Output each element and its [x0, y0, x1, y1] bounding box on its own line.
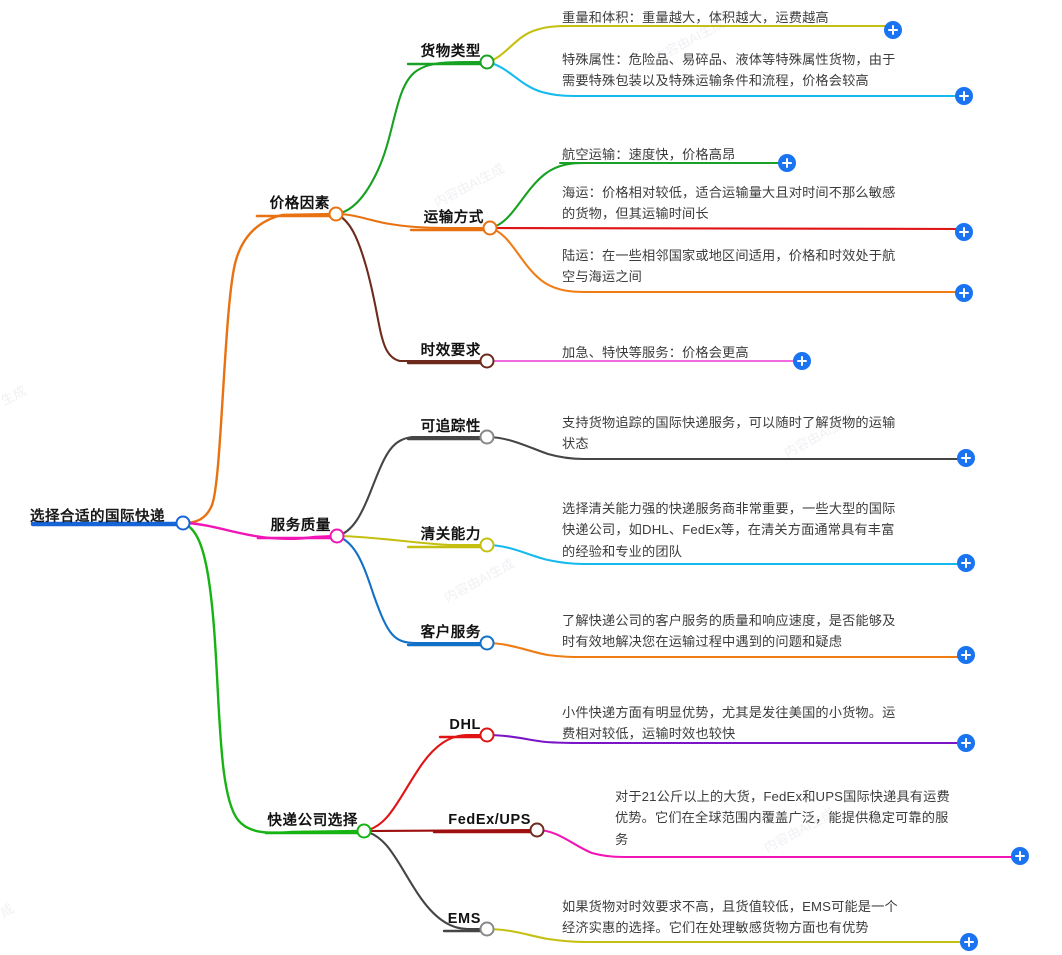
subbranch-label-time-requirement[interactable]: 时效要求 [420, 343, 481, 360]
edge-service-traceability [335, 435, 489, 538]
branch-label-carrier-choice[interactable]: 快递公司选择 [267, 813, 358, 830]
subbranch-dot-transport-mode[interactable] [482, 220, 498, 236]
root-node-dot[interactable] [175, 515, 191, 531]
edge-price-time-requirement [334, 212, 489, 363]
expand-button-tracking-support[interactable] [957, 449, 975, 467]
edge-root-price [181, 212, 338, 525]
branch-dot-price[interactable] [328, 206, 344, 222]
subbranch-dot-time-requirement[interactable] [479, 353, 495, 369]
expand-button-ems-note[interactable] [960, 933, 978, 951]
leaf-text-fedex-ups-note: 对于21公斤以上的大货，FedEx和UPS国际快递具有运费 优势。它们在全球范围… [615, 789, 950, 847]
subbranch-dot-customer-service[interactable] [479, 635, 495, 651]
leaf-text-land-transport: 陆运：在一些相邻国家或地区间适用，价格和时效处于航 空与海运之间 [562, 248, 896, 285]
subbranch-dot-fedex-ups[interactable] [529, 822, 545, 838]
leaf-text-sea-transport: 海运：价格相对较低，适合运输量大且对时间不那么敏感 的货物，但其运输时间长 [562, 185, 896, 222]
leaf-text-dhl-note: 小件快递方面有明显优势，尤其是发往美国的小货物。运 费相对较低，运输时效也较快 [562, 705, 896, 742]
expand-button-land-transport[interactable] [955, 284, 973, 302]
branch-label-price[interactable]: 价格因素 [269, 196, 330, 213]
subbranch-label-customer-service[interactable]: 客户服务 [420, 625, 481, 642]
edge-root-carrier [181, 521, 366, 834]
expand-button-customs-note[interactable] [957, 554, 975, 572]
branch-dot-carrier-choice[interactable] [356, 823, 372, 839]
subbranch-dot-ems[interactable] [479, 921, 495, 937]
expand-button-air-transport[interactable] [778, 154, 796, 172]
leaf-text-express-service: 加急、特快等服务：价格会更高 [562, 345, 749, 360]
leaf-text-customer-service-note: 了解快递公司的客户服务的质量和响应速度，是否能够及 时有效地解决您在运输过程中遇… [562, 613, 896, 650]
leaf-text-air-transport: 航空运输：速度快，价格高昂 [562, 147, 736, 162]
edge-transport-sea [488, 226, 965, 231]
branch-dot-service-quality[interactable] [329, 528, 345, 544]
expand-button-weight-volume[interactable] [884, 21, 902, 39]
expand-button-fedex-ups-note[interactable] [1011, 847, 1029, 865]
expand-button-sea-transport[interactable] [955, 223, 973, 241]
subbranch-label-ems[interactable]: EMS [447, 911, 481, 928]
subbranch-label-traceability[interactable]: 可追踪性 [420, 419, 481, 436]
edge-price-cargo-type [334, 60, 489, 216]
subbranch-dot-customs-capability[interactable] [479, 537, 495, 553]
subbranch-dot-cargo-type[interactable] [479, 54, 495, 70]
watermark-7: 成 [0, 900, 17, 921]
watermark-6: 生成 [0, 382, 29, 409]
branch-label-service-quality[interactable]: 服务质量 [270, 518, 331, 535]
root-node-label: 选择合适的国际快递 [30, 509, 165, 526]
subbranch-label-cargo-type[interactable]: 货物类型 [420, 44, 481, 61]
watermark-1: 内容由AI生成 [431, 160, 507, 211]
leaf-text-special-property: 特殊属性：危险品、易碎品、液体等特殊属性货物，由于 需要特殊包装以及特殊运输条件… [562, 52, 896, 89]
watermark-4: 内容由AI生成 [441, 555, 517, 606]
root-node[interactable]: 选择合适的国际快递 [30, 498, 182, 528]
leaf-text-weight-volume: 重量和体积：重量越大，体积越大，运费越高 [562, 10, 829, 25]
expand-button-dhl-note[interactable] [957, 734, 975, 752]
subbranch-label-transport-mode[interactable]: 运输方式 [423, 210, 484, 227]
expand-button-customer-service-note[interactable] [957, 646, 975, 664]
subbranch-dot-dhl[interactable] [479, 727, 495, 743]
expand-button-express-service[interactable] [793, 352, 811, 370]
subbranch-label-fedex-ups[interactable]: FedEx/UPS [448, 812, 531, 829]
subbranch-label-dhl[interactable]: DHL [449, 717, 481, 734]
leaf-text-ems-note: 如果货物对时效要求不高，且货值较低，EMS可能是一个 经济实惠的选择。它们在处理… [562, 899, 898, 936]
leaf-text-tracking-support: 支持货物追踪的国际快递服务，可以随时了解货物的运输 状态 [562, 415, 896, 452]
subbranch-label-customs-capability[interactable]: 清关能力 [420, 527, 481, 544]
subbranch-dot-traceability[interactable] [479, 429, 495, 445]
leaf-text-customs-note: 选择清关能力强的快递服务商非常重要，一些大型的国际 快递公司，如DHL、FedE… [562, 501, 896, 559]
expand-button-special-property[interactable] [955, 87, 973, 105]
